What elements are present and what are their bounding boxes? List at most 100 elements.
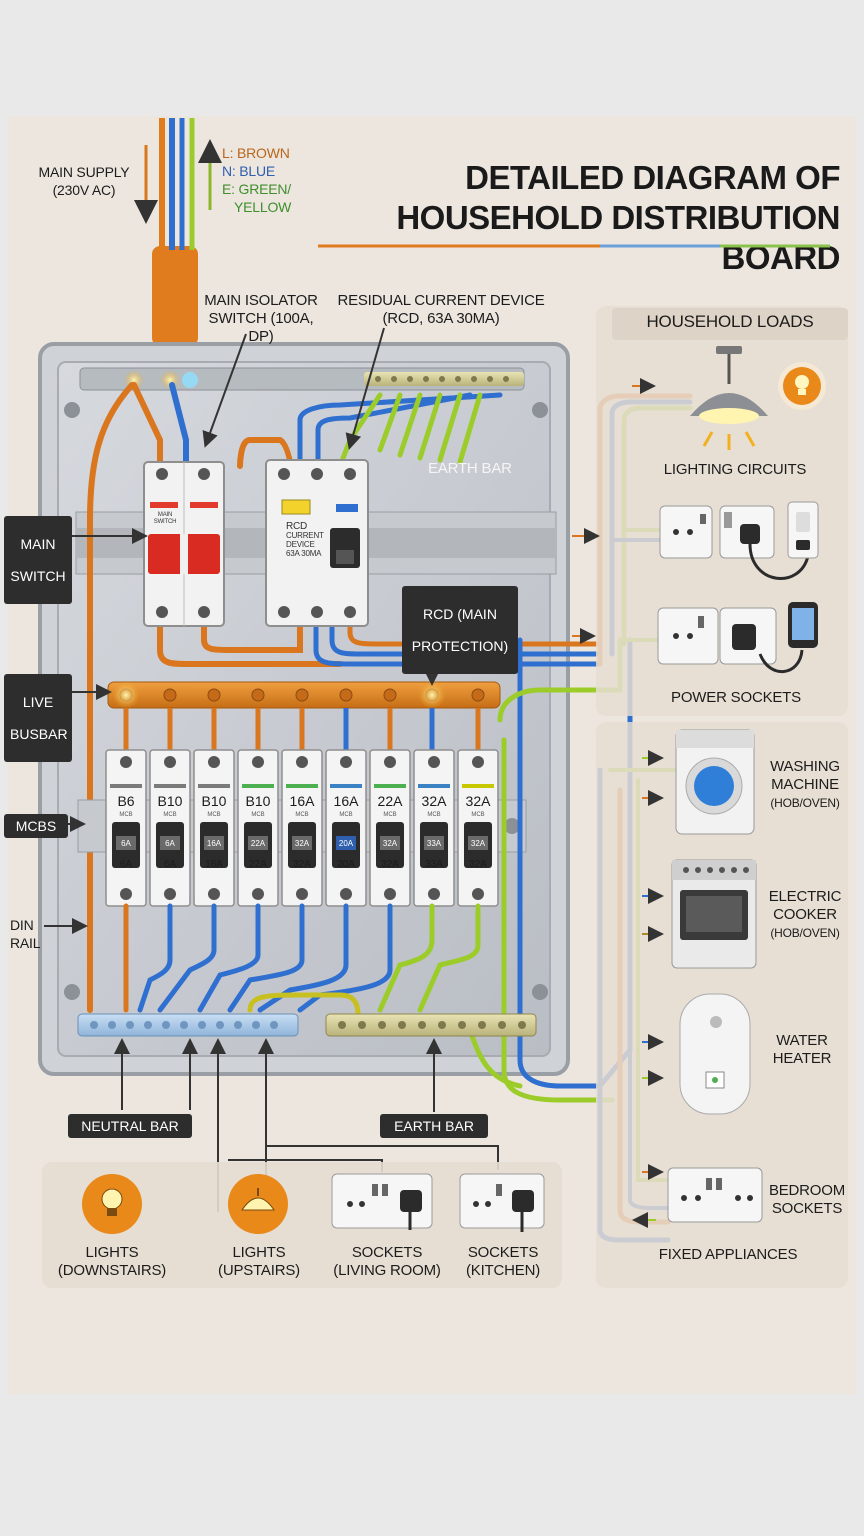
enclosure-screws (64, 402, 548, 1000)
mcb-rating-label: B10 (202, 793, 227, 809)
main-switch-device-text: MAIN SWITCH (150, 512, 180, 526)
mcb-toggle-value: 32A (295, 839, 310, 848)
bedroom-label-2: SOCKETS (771, 1200, 843, 1217)
load-arrows (572, 378, 664, 1228)
ceiling-lamp-icon (690, 346, 768, 450)
main-switch-tag: MAIN SWITCH (4, 516, 72, 604)
mcbs-tag: MCBS (4, 814, 68, 838)
mcb-mark-label: MCB (339, 812, 352, 818)
mcb-lower-label: 6A (164, 859, 177, 870)
mcb-rating-label: 22A (378, 793, 404, 809)
lower-wiring (123, 637, 633, 1103)
mcb-lower-label: 16A (205, 859, 223, 870)
mcb-rating-label: 32A (466, 793, 492, 809)
double-socket-icon (657, 607, 777, 665)
bulb-icon-downstairs (82, 1174, 142, 1234)
main-switch-tag-2: SWITCH (10, 568, 66, 584)
sockets-living-2: (LIVING ROOM) (333, 1262, 441, 1279)
mcb-row: B6MCB6A6AB10MCB6A6AB10MCB16A16AB10MCB22A… (105, 749, 499, 907)
mcb-mark-label: MCB (207, 812, 220, 818)
mcb-lower-label: 20A (337, 859, 355, 870)
household-loads-header-bg (612, 308, 848, 340)
mcb-color-strip (154, 784, 186, 788)
cooker-label-2: COOKER (773, 906, 837, 923)
heater-label-1: WATER (776, 1032, 828, 1049)
wire-legend: L: BROWN N: BLUE E: GREEN/ YELLOW (222, 144, 291, 216)
mcb-rating-label: 16A (290, 793, 316, 809)
busbar-drops (123, 708, 481, 750)
live-busbar-tag-2: BUSBAR (10, 726, 68, 742)
rcd-device-text-4: 63A 30mA (286, 549, 322, 558)
neutral-bar-tag: NEUTRAL BAR (68, 1114, 192, 1138)
mcb-lower-label: 6A (120, 859, 133, 870)
socket-icon-1 (659, 505, 713, 559)
rcd-main-protection-tag: RCD (MAIN PROTECTION) (402, 586, 518, 674)
rcd-device[interactable] (265, 459, 369, 627)
mcb-color-strip (286, 784, 318, 788)
main-supply-label: MAIN SUPPLY (230V AC) (34, 163, 134, 199)
mcb-mark-label: MCB (119, 812, 132, 818)
mcb-mark-label: MCB (295, 812, 308, 818)
socket-icon-living-room (331, 1173, 433, 1230)
mcb-lower-label: 33A (425, 859, 443, 870)
legend-live: L: BROWN (222, 145, 290, 161)
lights-downstairs-2: (DOWNSTAIRS) (57, 1262, 167, 1279)
title-line-1: DETAILED DIAGRAM OF (465, 159, 840, 196)
cooker-label-1: ELECTRIC (768, 888, 842, 905)
lights-upstairs-label: LIGHTS (UPSTAIRS) (204, 1244, 314, 1280)
mcb-lower-label: 22A (249, 859, 267, 870)
rcd-callout-1: RESIDUAL CURRENT DEVICE (337, 292, 545, 309)
cooker-label-3: (HOB/OVEN) (770, 926, 840, 940)
mcb-color-strip (110, 784, 142, 788)
din-rail-label-1: DIN (10, 917, 34, 933)
mcb-rating-label: B10 (246, 793, 271, 809)
mcb-lower-label: 32A (293, 859, 311, 870)
rcd-callout: RESIDUAL CURRENT DEVICE (RCD, 63A 30mA) (336, 292, 546, 328)
legend-earth-1: E: GREEN/ (222, 181, 291, 197)
sockets-living-room-label: SOCKETS (LIVING ROOM) (322, 1244, 452, 1280)
mcb-breaker-6[interactable]: 16A MCB 20A 20A (325, 749, 367, 907)
mcb-toggle-value: 32A (471, 839, 486, 848)
mcb-breaker-5[interactable]: 16A MCB 32A 32A (281, 749, 323, 907)
legend-neutral: N: BLUE (222, 163, 276, 179)
legend-earth-2: YELLOW (234, 199, 292, 215)
mcb-color-strip (242, 784, 274, 788)
lights-upstairs-2: (UPSTAIRS) (218, 1262, 300, 1279)
washing-label-3: (HOB/OVEN) (770, 796, 840, 810)
mcb-rating-label: 16A (334, 793, 360, 809)
sockets-living-1: SOCKETS (351, 1244, 423, 1261)
mcb-lower-label: 32A (469, 859, 487, 870)
rcd-device-text-1: RCD (286, 521, 308, 532)
washing-label-2: MACHINE (771, 776, 839, 793)
phone-charger-icon (758, 602, 818, 673)
household-loads-header: HOUSEHOLD LOADS (646, 312, 814, 331)
earth-bar-bottom (325, 1013, 537, 1037)
mcb-color-strip (462, 784, 494, 788)
bedroom-sockets-label: BEDROOM SOCKETS (766, 1182, 848, 1218)
rcd-device-text: RCD CURRENT DEVICE 63A 30mA (286, 521, 328, 559)
water-heater-label: WATER HEATER (762, 1032, 842, 1068)
bedroom-socket-icon (667, 1167, 763, 1223)
rcd-device-text-3: DEVICE (286, 540, 315, 549)
mcb-color-strip (330, 784, 362, 788)
main-isolator-switch[interactable] (143, 461, 225, 627)
washing-label-1: WASHING (770, 758, 840, 775)
mcb-mark-label: MCB (383, 812, 396, 818)
mcb-toggle-value: 20A (339, 839, 354, 848)
live-busbar-tag: LIVE BUSBAR (4, 674, 72, 762)
rcd-device-text-2: CURRENT (286, 531, 324, 540)
mcb-color-strip (198, 784, 230, 788)
mcb-toggle-value: 6A (121, 839, 131, 848)
supply-cable (152, 118, 198, 346)
mcb-mark-label: MCB (251, 812, 264, 818)
mcb-toggle-value: 33A (427, 839, 442, 848)
mcb-toggle-value: 22A (251, 839, 266, 848)
mcb-toggle-value: 16A (207, 839, 222, 848)
